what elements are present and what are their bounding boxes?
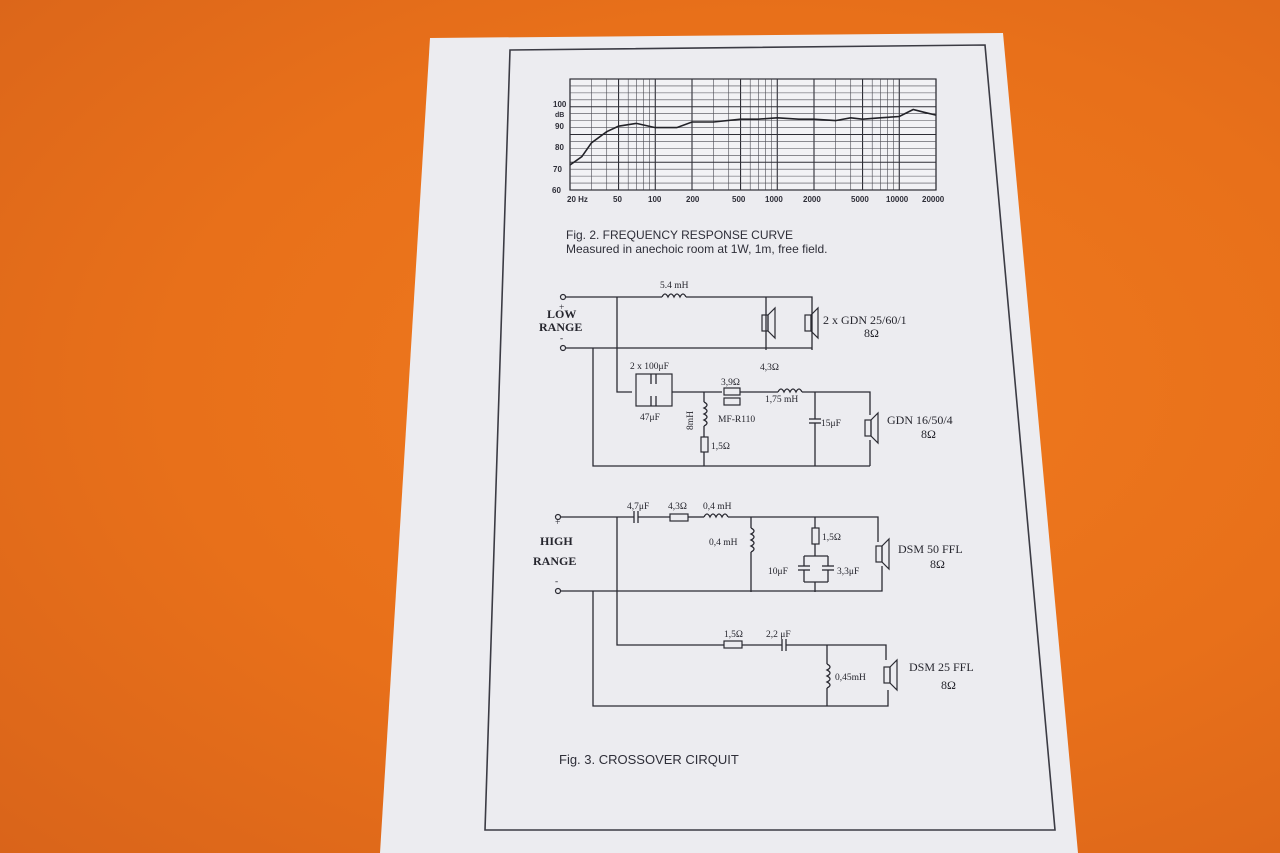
high-range-label-1: HIGH: [540, 534, 573, 548]
chart-grid: [569, 78, 937, 191]
inductor-0-45-label: 0,45mH: [835, 673, 866, 683]
woofer-model: 2 x GDN 25/60/1: [823, 313, 907, 327]
x-tick-100: 100: [648, 195, 662, 204]
minus-high: -: [555, 577, 558, 587]
mid-impedance: 8Ω: [921, 427, 936, 441]
y-tick-60: 60: [552, 186, 561, 195]
resistor-3-9-label: 3,9Ω: [721, 378, 740, 388]
y-tick-100: 100: [553, 100, 567, 109]
frequency-curve: [569, 108, 937, 166]
resistor-4-3-label: 4,3Ω: [760, 363, 779, 373]
cap-3-3-label: 3,3μF: [837, 567, 859, 577]
cap-47-label: 47μF: [640, 413, 660, 423]
page-border: [484, 44, 1056, 831]
high-range-wiring: [554, 511, 889, 707]
fig2-caption-note: Measured in anechoic room at 1W, 1m, fre…: [566, 242, 827, 256]
x-tick-50: 50: [613, 195, 622, 204]
x-tick-500: 500: [732, 195, 746, 204]
dome-50-speaker: [875, 537, 890, 571]
x-tick-5000: 5000: [851, 195, 869, 204]
inductor-8mh-label: 8mH: [686, 411, 696, 430]
resistor-1-5a-label: 1,5Ω: [711, 442, 730, 452]
y-tick-90: 90: [555, 122, 564, 131]
fig3-caption: Fig. 3. CROSSOVER CIRQUIT: [559, 752, 739, 767]
x-tick-1000: 1000: [765, 195, 783, 204]
frequency-chart: 100 dB 90 80 70 60 20 Hz 50 100 200 500 …: [552, 78, 945, 256]
inductor-0-4a-label: 0,4 mH: [703, 502, 732, 512]
y-tick-unit: dB: [555, 112, 564, 119]
resistor-4-3b-label: 4,3Ω: [668, 502, 687, 512]
x-tick-200: 200: [686, 195, 700, 204]
ptc-label: MF-R110: [718, 415, 755, 425]
paper-sheet: [380, 33, 1078, 853]
plus-low: +: [559, 303, 564, 313]
plus-high: +: [555, 518, 560, 528]
x-tick-20000: 20000: [922, 195, 945, 204]
inductor-1-75-label: 1,75 mH: [765, 395, 798, 405]
low-range-label-1: LOW: [547, 307, 576, 321]
cap-4-7-label: 4,7μF: [627, 502, 649, 512]
cap-15-label: 15μF: [821, 419, 841, 429]
low-range-label-2: RANGE: [539, 320, 582, 334]
cap-2x100-label: 2 x 100μF: [630, 362, 669, 372]
dome50-model: DSM 50 FFL: [898, 542, 963, 556]
tweeter-impedance: 8Ω: [941, 678, 956, 692]
x-tick-2000: 2000: [803, 195, 821, 204]
cap-2-2-label: 2,2 μF: [766, 630, 791, 640]
mid-range-wiring: [635, 373, 871, 466]
minus-low: -: [560, 334, 563, 344]
woofer-speaker-2: [804, 306, 819, 340]
x-tick-20hz: 20 Hz: [567, 195, 588, 204]
cap-10-label: 10μF: [768, 567, 788, 577]
tweeter-speaker: [883, 658, 898, 692]
inductor-5-4mh-label: 5.4 mH: [660, 281, 689, 291]
y-tick-80: 80: [555, 143, 564, 152]
woofer-speaker-1: [761, 306, 776, 340]
resistor-1-5c-label: 1,5Ω: [724, 630, 743, 640]
resistor-1-5b-label: 1,5Ω: [822, 533, 841, 543]
x-tick-10000: 10000: [886, 195, 909, 204]
tweeter-model: DSM 25 FFL: [909, 660, 974, 674]
mid-model: GDN 16/50/4: [887, 413, 953, 427]
y-tick-70: 70: [553, 165, 562, 174]
mid-speaker: [864, 411, 879, 445]
woofer-impedance: 8Ω: [864, 326, 879, 340]
low-range-wiring: [559, 293, 870, 467]
high-range-label-2: RANGE: [533, 554, 576, 568]
inductor-0-4b-label: 0,4 mH: [709, 538, 738, 548]
fig2-caption-title: Fig. 2. FREQUENCY RESPONSE CURVE: [566, 228, 793, 242]
crossover-schematic: + LOW RANGE - 5.4 mH 2 x GDN 25/60/1 8Ω …: [533, 281, 974, 767]
dome50-impedance: 8Ω: [930, 557, 945, 571]
